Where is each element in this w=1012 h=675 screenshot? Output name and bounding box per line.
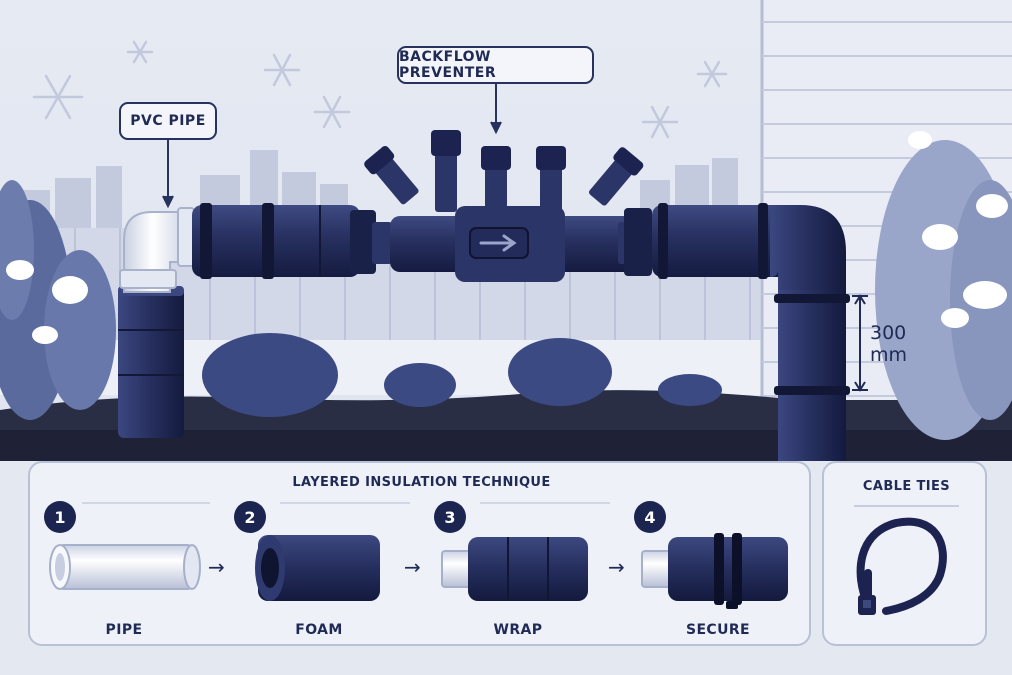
right-shrub (875, 131, 1012, 440)
dimension-line (852, 294, 868, 392)
step-2-foam-illustration (255, 535, 380, 601)
cable-tie-icon (856, 517, 947, 615)
snowflake-icon (696, 60, 728, 88)
pvc-elbow (119, 207, 197, 293)
step-number-2: 2 (234, 501, 266, 533)
step-arrow-icon: → (208, 555, 225, 579)
step-arrow-icon: → (608, 555, 625, 579)
right-union (624, 208, 652, 276)
step-label-wrap: WRAP (493, 622, 543, 638)
flow-direction-arrow-icon (479, 234, 517, 252)
right-horizontal-insulation (652, 203, 792, 279)
snowflake-icon (263, 53, 301, 87)
backflow-preventer (364, 130, 644, 282)
step-label-foam: FOAM (295, 622, 343, 638)
insulation-technique-panel: LAYERED INSULATION TECHNIQUE (28, 461, 811, 646)
step-label-secure: SECURE (685, 622, 751, 638)
dimension-label: 300 mm (870, 322, 907, 366)
technique-title: LAYERED INSULATION TECHNIQUE (292, 475, 551, 490)
snowflake-icon (641, 105, 679, 139)
left-union (350, 210, 376, 274)
step-arrow-icon: → (404, 555, 421, 579)
dimension-value: 300 (870, 322, 907, 344)
right-elbow-insulation (770, 205, 850, 461)
step-1-pipe-illustration (49, 544, 201, 590)
technique-illustrations (49, 502, 788, 609)
snowflake-icon (313, 95, 351, 129)
step-number-3: 3 (434, 501, 466, 533)
step-3-wrap-illustration (441, 537, 588, 601)
step-number-1: 1 (44, 501, 76, 533)
snowflake-icon (32, 74, 84, 120)
cable-ties-panel: CABLE TIES (822, 461, 987, 646)
callout-leaders (162, 84, 502, 209)
snowflake-icon (126, 40, 154, 64)
step-4-secure-illustration (641, 533, 788, 609)
left-riser-insulation (118, 286, 184, 438)
cable-ties-title: CABLE TIES (862, 479, 951, 494)
step-label-pipe: PIPE (105, 622, 143, 638)
backflow-preventer-callout: BACKFLOW PREVENTER (397, 46, 594, 84)
left-shrub (0, 180, 116, 420)
step-number-4: 4 (634, 501, 666, 533)
center-shrubs (202, 333, 722, 417)
left-horizontal-insulation (192, 203, 360, 279)
dimension-unit: mm (870, 344, 908, 366)
pvc-pipe-callout: PVC PIPE (119, 102, 217, 140)
